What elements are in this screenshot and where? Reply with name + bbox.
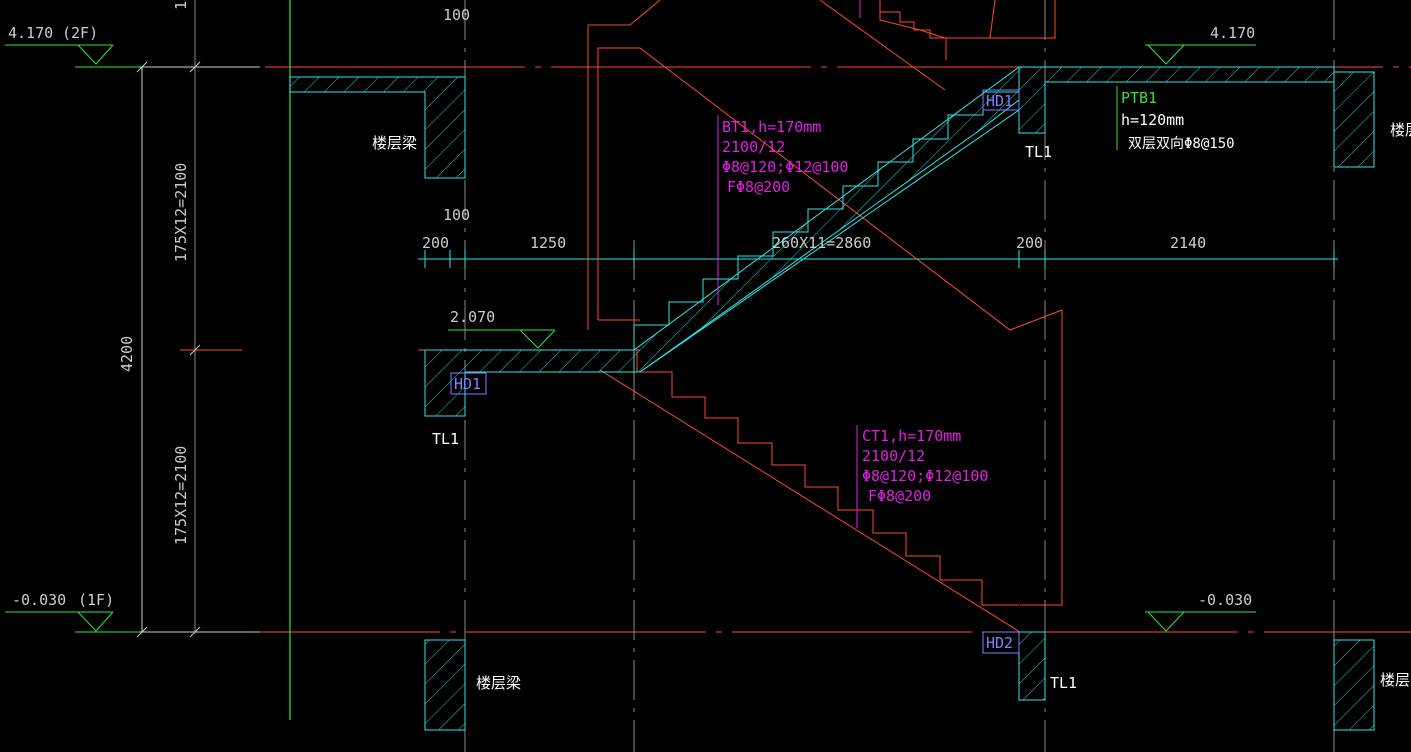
ct1-line1: CT1,h=170mm — [862, 427, 961, 445]
hd1-top-tag: HD1 — [986, 92, 1013, 110]
ptb1-line3: 双层双向Φ8@150 — [1128, 136, 1235, 152]
dim-total-height: 4200 — [118, 336, 136, 372]
hdim-seg5: 2140 — [1170, 234, 1206, 252]
ct1-line3: Φ8@120;Φ12@100 — [862, 467, 988, 485]
hdim-seg2: 1250 — [530, 234, 566, 252]
tl1-label-right-top: TL1 — [1025, 143, 1052, 161]
dim-lower-flight: 175X12=2100 — [172, 446, 190, 545]
elev-right-top: 4.170 — [1210, 24, 1255, 42]
elevation-mark-right-top — [1145, 44, 1256, 65]
dim-top-cut: 1 — [172, 1, 190, 10]
elevation-mark-1f — [5, 611, 140, 633]
elev-1f-value: -0.030 — [12, 591, 66, 609]
left-vertical-dimension — [135, 61, 260, 638]
ct1-line2: 2100/12 — [862, 447, 925, 465]
tl1-label-right-bottom: TL1 — [1050, 674, 1077, 692]
dim-top-gap: 100 — [443, 6, 470, 24]
ct1-line4: FΦ8@200 — [868, 487, 931, 505]
floor-beam-label-right-top: 楼层梁 — [1390, 121, 1411, 139]
red-outline-lines — [587, 0, 1063, 633]
floor-beam-label-bottom-right: 楼层梁 — [1380, 671, 1411, 689]
bt1-line1: BT1,h=170mm — [722, 118, 821, 136]
elev-2f-floor: (2F) — [62, 24, 98, 42]
hdim-seg4: 200 — [1016, 234, 1043, 252]
elev-right-bottom: -0.030 — [1198, 591, 1252, 609]
elev-landing: 2.070 — [450, 308, 495, 326]
elev-1f-floor: (1F) — [78, 591, 114, 609]
dim-upper-flight: 175X12=2100 — [172, 163, 190, 262]
hd2-bottom-tag: HD2 — [986, 634, 1013, 652]
upper-flight-steps — [633, 67, 1020, 350]
bt1-line2: 2100/12 — [722, 138, 785, 156]
hd-bottom-tag-box — [982, 631, 1020, 654]
bt1-line4: FΦ8@200 — [727, 178, 790, 196]
floor-beam-label-top-left: 楼层梁 — [372, 134, 417, 152]
ptb1-line1: PTB1 — [1121, 89, 1157, 107]
ptb1-line2: h=120mm — [1121, 111, 1184, 129]
hdim-seg3: 260X11=2860 — [772, 234, 871, 252]
dim-mid-gap: 100 — [443, 206, 470, 224]
concrete-elements — [289, 66, 1375, 731]
elevation-mark-landing — [448, 329, 556, 349]
hd-top-tag-box — [982, 89, 1020, 111]
tag-boxes — [450, 89, 1020, 654]
elevation-mark-2f — [5, 44, 140, 68]
hd1-landing-tag: HD1 — [454, 375, 481, 393]
lower-flight-steps — [636, 350, 1019, 606]
elev-2f-value: 4.170 — [8, 24, 53, 42]
hdim-seg1: 200 — [422, 234, 449, 252]
floor-beam-label-bottom-left: 楼层梁 — [476, 674, 521, 692]
tl1-label-landing: TL1 — [432, 430, 459, 448]
bt1-line3: Φ8@120;Φ12@100 — [722, 158, 848, 176]
top-background-steps — [880, 11, 947, 60]
elevation-mark-right-bottom — [1145, 611, 1256, 632]
hd-landing-tag-box — [450, 372, 487, 395]
horizontal-dimension-line — [418, 250, 1338, 268]
